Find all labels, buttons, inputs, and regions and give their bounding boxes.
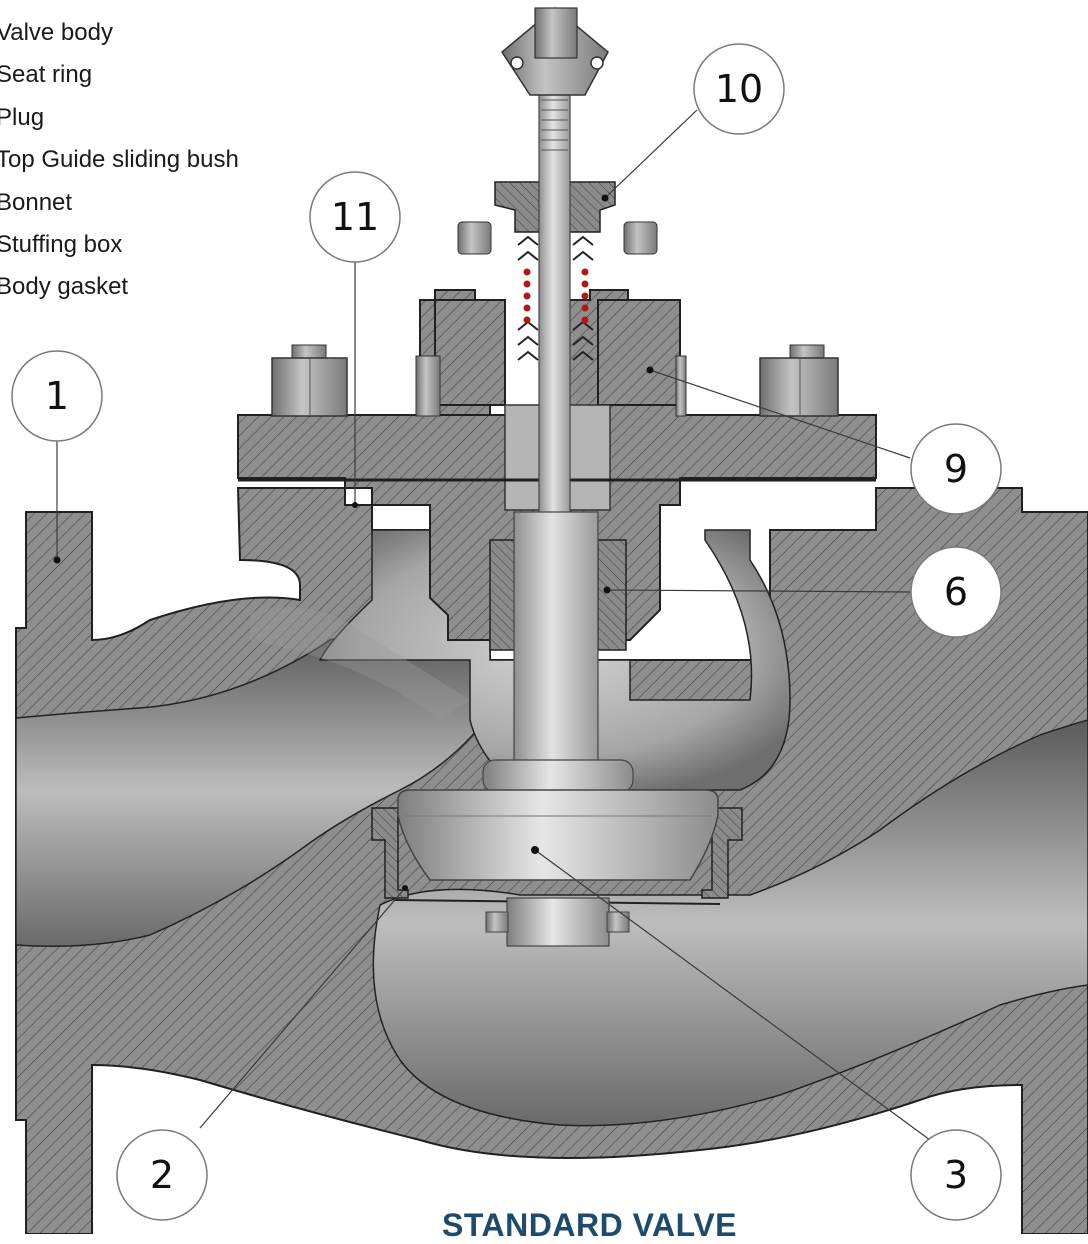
leader-3 — [534, 849, 931, 1141]
leader-6 — [606, 589, 911, 593]
top-guide-sliding-bush — [489, 539, 627, 651]
svg-text:2: 2 — [150, 1153, 174, 1197]
valve-stem — [513, 59, 599, 763]
plug — [397, 759, 719, 947]
callout-10: 10 — [693, 43, 785, 135]
svg-text:6: 6 — [944, 570, 968, 614]
leader-2 — [199, 887, 406, 1129]
callout-3: 3 — [910, 1129, 1002, 1221]
callout-11: 11 — [309, 171, 401, 263]
diagram-title: STANDARD VALVE — [442, 1207, 737, 1243]
legend-item-top-guide-sliding-bush: Top Guide sliding bush — [0, 146, 239, 174]
svg-text:11: 11 — [331, 195, 379, 239]
svg-text:1: 1 — [45, 374, 69, 418]
svg-text:10: 10 — [715, 67, 763, 111]
leader-9 — [649, 369, 911, 459]
svg-text:3: 3 — [944, 1153, 968, 1197]
leader-10 — [604, 109, 698, 199]
legend-item-seat-ring: Seat ring — [0, 61, 93, 89]
legend-item-bonnet: Bonnet — [0, 188, 73, 216]
callout-2: 2 — [116, 1129, 208, 1221]
stem-connector — [501, 7, 609, 96]
flange-bolt-inner-left — [415, 355, 441, 417]
callout-9: 9 — [910, 423, 1002, 515]
parts-legend: Valve body Seat ring Plug Top Guide slid… — [0, 12, 239, 309]
stuffing-box — [457, 181, 658, 361]
legend-item-body-gasket: Body gasket — [0, 273, 129, 301]
callout-6: 6 — [910, 546, 1002, 638]
legend-item-stuffing-box: Stuffing box — [0, 231, 123, 259]
svg-text:9: 9 — [944, 447, 968, 491]
flange-bolt-right — [759, 344, 839, 417]
flange-bolt-left — [271, 344, 348, 417]
flange-bolt-inner-right — [675, 355, 687, 417]
callout-1: 1 — [11, 350, 103, 442]
leader-lines — [56, 109, 931, 1141]
legend-item-valve-body: Valve body — [0, 19, 113, 46]
legend-item-plug: Plug — [0, 103, 45, 131]
leader-dots — [53, 194, 654, 891]
